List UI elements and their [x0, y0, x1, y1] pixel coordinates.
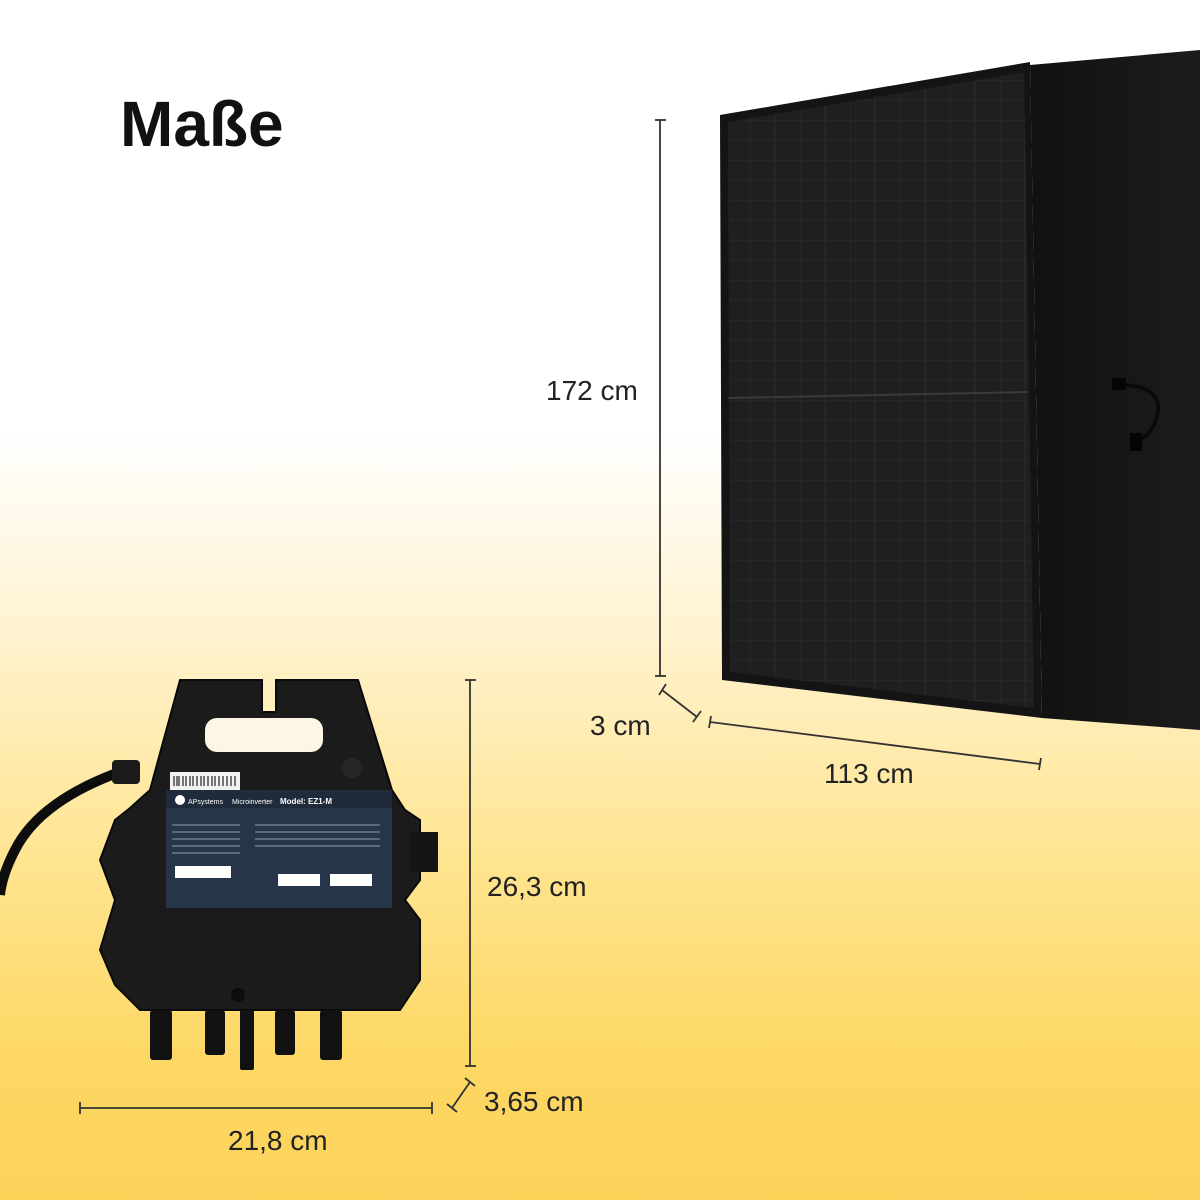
model-text: Model: EZ1-M — [280, 797, 332, 806]
brand-text: APsystems — [188, 799, 224, 806]
back-panel — [1030, 50, 1200, 730]
dc-connectors — [150, 1010, 342, 1070]
panel-depth-label: 3 cm — [590, 710, 651, 741]
ac-cable — [0, 765, 127, 896]
panel-depth-line — [661, 689, 698, 718]
page-title: Maße — [120, 88, 284, 160]
panel-width-label: 113 cm — [824, 758, 914, 789]
panel-width-line — [709, 721, 1041, 765]
inverter-width-label: 21,8 cm — [228, 1125, 328, 1156]
inverter-depth-label: 3,65 cm — [484, 1086, 584, 1117]
inverter-depth-line — [451, 1081, 471, 1109]
panel-height-label: 172 cm — [546, 375, 638, 406]
handle-cutout — [205, 718, 323, 752]
nameplate-label: APsystems Microinverter Model: EZ1-M — [166, 790, 392, 908]
inverter-height-label: 26,3 cm — [487, 871, 587, 902]
front-panel — [720, 62, 1042, 718]
model-prefix-text: Microinverter — [232, 799, 273, 806]
